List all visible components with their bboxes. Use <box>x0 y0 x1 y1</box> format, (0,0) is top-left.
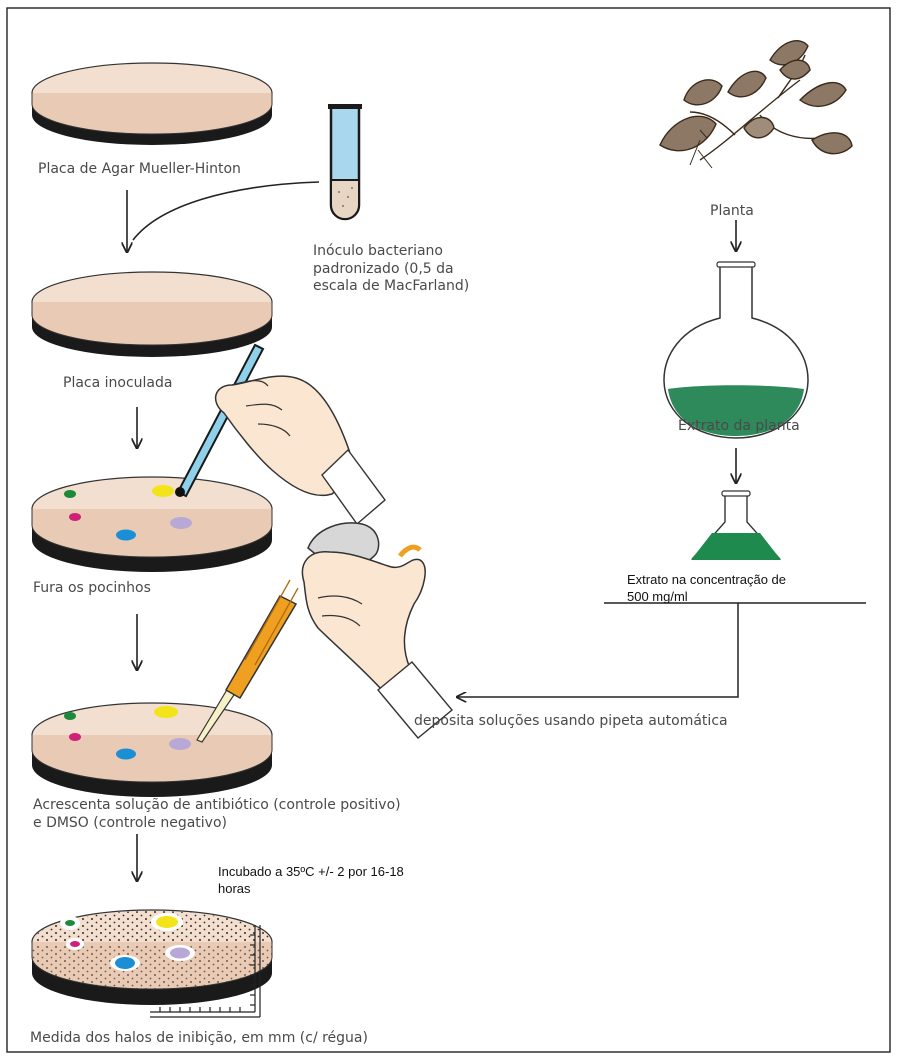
plant-illustration <box>660 41 852 168</box>
halo-yellow <box>156 916 178 928</box>
well-magenta <box>69 733 81 741</box>
inoculated-plate <box>32 272 272 357</box>
halo-green <box>65 920 75 926</box>
label-extract: Extrato da planta <box>678 418 800 436</box>
label-inoculum: Inóculo bacteriano padronizado (0,5 da e… <box>313 243 469 296</box>
label-add-solution: Acrescenta solução de antibiótico (contr… <box>33 797 401 832</box>
curve-inoculum-join <box>133 182 319 240</box>
halo-blue <box>115 957 135 969</box>
well-blue <box>116 749 136 760</box>
label-measure: Medida dos halos de inibição, em mm (c/ … <box>30 1030 368 1048</box>
well-yellow <box>152 485 174 497</box>
agar-plate <box>32 63 272 145</box>
label-incubation: Incubado a 35ºC +/- 2 por 16-18 horas <box>218 864 404 898</box>
label-plant: Planta <box>710 203 754 221</box>
test-tube-inoculum <box>328 104 362 219</box>
label-inoculated-plate: Placa inoculada <box>63 375 172 393</box>
incubated-plate <box>32 910 272 1005</box>
well-blue <box>116 530 136 541</box>
label-agar-plate: Placa de Agar Mueller-Hinton <box>38 161 241 179</box>
label-deposit: deposita soluções usando pipeta automáti… <box>414 713 728 731</box>
halo-magenta <box>70 941 80 947</box>
well-green <box>64 712 76 720</box>
label-extract-concentration: Extrato na concentração de 500 mg/ml <box>627 572 786 606</box>
connector-to-pipette <box>458 603 866 697</box>
halo-lavender <box>170 948 190 959</box>
well-magenta <box>69 513 81 521</box>
plate-with-solutions <box>32 703 272 797</box>
erlenmeyer-flask <box>691 491 781 560</box>
well-green <box>64 490 76 498</box>
plate-with-wells <box>32 477 272 572</box>
label-wells: Fura os pocinhos <box>33 580 151 598</box>
round-flask <box>664 262 808 438</box>
well-lavender <box>170 517 192 529</box>
well-yellow <box>154 706 178 718</box>
well-lavender <box>169 738 191 750</box>
